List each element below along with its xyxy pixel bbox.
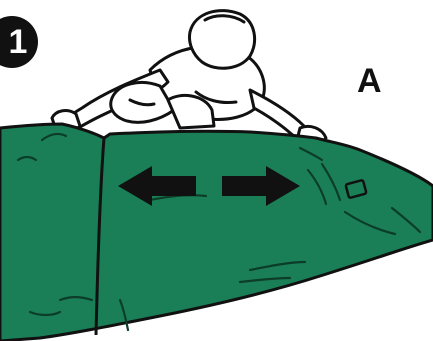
person-figure-icon [50,9,328,148]
panel-label: A [357,62,382,100]
valve-icon [344,179,368,199]
arrow-right-icon [222,166,300,206]
arrow-left-icon [118,166,196,206]
fabric-mat [0,122,433,341]
